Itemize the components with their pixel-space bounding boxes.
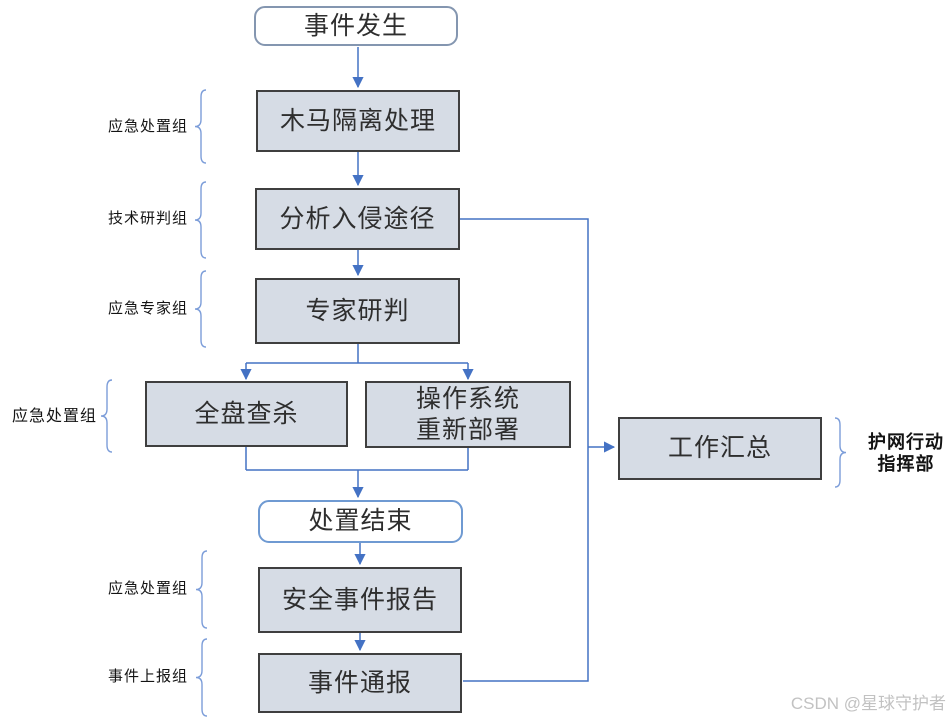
split-connector [246,344,468,364]
command-department-line2: 指挥部 [877,454,935,474]
node-work-summary: 工作汇总 [618,417,822,480]
brace-row1 [194,89,207,164]
node-trojan-isolation: 木马隔离处理 [256,90,460,152]
group-label-emergency-disposal-1: 应急处置组 [107,118,188,135]
node-analyze-intrusion: 分析入侵途径 [255,188,460,250]
node-os-redeploy: 操作系统 重新部署 [365,381,571,448]
node-os-redeploy-line1: 操作系统 [415,384,520,413]
summary-loop-connector [460,218,589,682]
node-os-redeploy-line2: 重新部署 [415,415,520,444]
group-label-technical-judgment: 技术研判组 [107,210,188,227]
group-label-emergency-expert: 应急专家组 [107,300,188,317]
node-event-start: 事件发生 [254,6,458,46]
brace-command [834,417,847,488]
command-department-line1: 护网行动 [868,432,944,452]
group-label-emergency-disposal-3: 应急处置组 [107,580,188,597]
group-label-incident-reporting: 事件上报组 [107,668,188,685]
node-expert-judgment: 专家研判 [255,278,460,344]
brace-row5 [195,550,208,629]
brace-row2 [194,181,207,259]
command-department-label: 护网行动 指挥部 [856,431,951,475]
watermark: CSDN @星球守护者 [790,694,946,713]
brace-row4 [100,379,113,453]
node-incident-notification: 事件通报 [258,653,462,713]
brace-row3 [194,270,207,348]
node-security-incident-report: 安全事件报告 [258,567,462,633]
group-label-emergency-disposal-2: 应急处置组 [11,408,97,425]
node-disposal-end: 处置结束 [258,500,463,543]
brace-row6 [195,638,208,717]
merge-connector [245,447,469,471]
node-full-disk-scan: 全盘查杀 [145,381,348,447]
